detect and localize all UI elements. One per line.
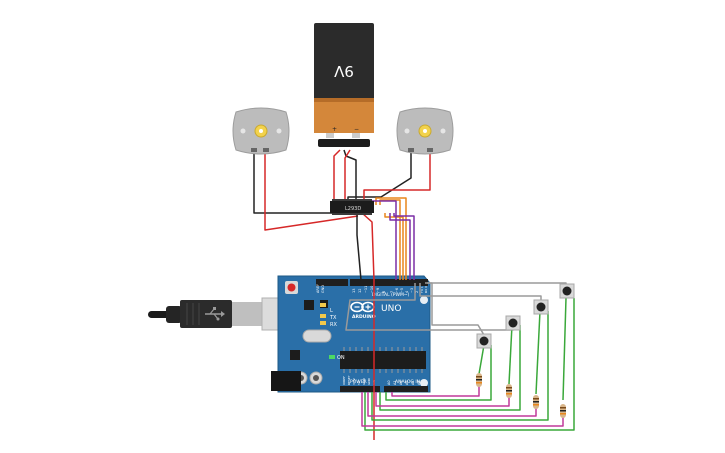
pin-1-label: TX 1 (420, 286, 424, 294)
power-jack (271, 371, 301, 391)
pin-2-label: 2 (415, 291, 419, 293)
wire-driver-orange-1[interactable] (379, 199, 401, 280)
pin-9-label: ~9 (376, 288, 380, 293)
arduino-uno-board[interactable]: L TX RX ON ARDUINO UNO DIGITAL (PWM~) AN… (271, 275, 431, 393)
pin-4-label: 4 (405, 290, 409, 293)
wire-driver-purple-3[interactable] (393, 213, 415, 280)
resistor-2[interactable] (506, 384, 512, 398)
wire-green-2[interactable] (371, 311, 549, 421)
a1-pin-label: A1 (393, 380, 397, 385)
wire-green-1[interactable] (364, 298, 575, 431)
5v-pin-label: 5V (357, 380, 361, 385)
gnd-pin-2-label: GND (367, 377, 371, 385)
tx-led-label: TX (329, 315, 337, 321)
pin-5-label: ~5 (400, 288, 404, 293)
on-led (329, 355, 335, 359)
push-button-4[interactable] (559, 283, 575, 299)
wire-magenta-3[interactable] (375, 392, 510, 407)
battery-minus-label: − (354, 126, 359, 133)
arduino-model-label: UNO (381, 304, 401, 314)
wire-battery-positive[interactable] (333, 149, 341, 206)
wire-magenta-4[interactable] (391, 385, 480, 397)
wire-driver-orange-2[interactable] (384, 213, 404, 280)
digital-header-label: DIGITAL (PWM~) (372, 292, 410, 298)
gnd-pin-label: GND (321, 285, 325, 293)
wire-driver-purple-2[interactable] (371, 200, 397, 280)
analog-header (384, 386, 428, 392)
pin-10-label: ~10 (370, 286, 374, 293)
resistor-1[interactable] (476, 373, 482, 387)
pin-0-label: RX 0 (424, 286, 428, 293)
3v3-pin-label: 3.3V (352, 377, 356, 385)
l-led-label: L (330, 308, 333, 314)
atmega-chip (340, 351, 426, 369)
wire-res-4-link[interactable] (478, 344, 485, 375)
wire-driver-gnd[interactable] (356, 213, 362, 281)
gnd-pin-1-label: GND (362, 377, 366, 385)
digital-header-left (316, 279, 348, 286)
wire-magenta-2[interactable] (367, 392, 537, 417)
resistor-4[interactable] (560, 404, 566, 418)
wire-res-1-link[interactable] (562, 297, 567, 401)
battery-voltage-label: 9V (333, 62, 354, 80)
wire-res-3-link[interactable] (508, 324, 513, 385)
pin-7-label: 7 (390, 291, 394, 293)
wire-magenta-1[interactable] (361, 392, 564, 427)
resistor-3[interactable] (533, 395, 539, 409)
a3-pin-label: A3 (405, 380, 409, 385)
pin-6-label: ~6 (395, 288, 399, 293)
wire-green-3[interactable] (379, 325, 521, 411)
crystal (302, 329, 332, 343)
aref-pin-label: AREF (316, 284, 320, 293)
rx-led-label: RX (330, 322, 337, 328)
pin-8-label: 8 (382, 291, 386, 293)
usb-icon (205, 307, 225, 321)
dc-motor-right[interactable] (396, 107, 454, 155)
wire-battery-negative[interactable] (343, 149, 357, 205)
digital-header (350, 279, 428, 286)
a5-pin-label: A5 (417, 380, 421, 385)
wire-motor-left-red[interactable] (264, 148, 359, 231)
wire-driver-orange-3[interactable] (375, 197, 407, 280)
wire-driver-purple-1[interactable] (389, 213, 411, 280)
push-button-1[interactable] (476, 333, 492, 349)
pin-11-label: ~11 (364, 286, 368, 293)
on-led-label: ON (337, 355, 345, 361)
ioref-pin-label: IOREF (342, 376, 346, 385)
battery-9v[interactable]: 9V + − (314, 23, 374, 147)
a2-pin-label: A2 (399, 380, 403, 385)
pin-3-label: ~3 (410, 288, 414, 293)
arduino-brand-label: ARDUINO (352, 314, 376, 320)
reset-button[interactable] (287, 283, 296, 292)
pin-13-label: 13 (352, 289, 356, 293)
a4-pin-label: A4 (411, 380, 415, 385)
usb-cable (148, 297, 299, 331)
a0-pin-label: A0 (387, 380, 391, 385)
driver-label: L293D (345, 206, 361, 212)
wire-battery-red-down[interactable] (344, 149, 351, 200)
pin-12-label: 12 (358, 289, 362, 293)
wire-res-2-link[interactable] (535, 310, 541, 395)
reset-pin-label: RESET (347, 375, 351, 385)
push-button-2[interactable] (505, 315, 521, 331)
wire-gray-2[interactable] (419, 283, 542, 303)
wire-driver-5v[interactable] (361, 212, 375, 440)
wire-motor-left-black[interactable] (253, 148, 342, 214)
wire-gray-4[interactable] (427, 282, 485, 336)
push-button-3[interactable] (533, 299, 549, 315)
l293d-driver[interactable]: L293D (330, 199, 374, 215)
wire-motor-right-red[interactable] (363, 148, 431, 205)
wire-green-4[interactable] (385, 345, 492, 401)
power-header (340, 386, 380, 392)
dc-motor-left[interactable] (232, 107, 290, 155)
wire-motor-right-black[interactable] (347, 148, 412, 205)
analog-header-label: ANALOG IN (395, 379, 420, 385)
wire-gray-1[interactable] (425, 282, 567, 290)
battery-plus-label: + (332, 126, 337, 133)
power-header-label: POWER (350, 379, 367, 385)
